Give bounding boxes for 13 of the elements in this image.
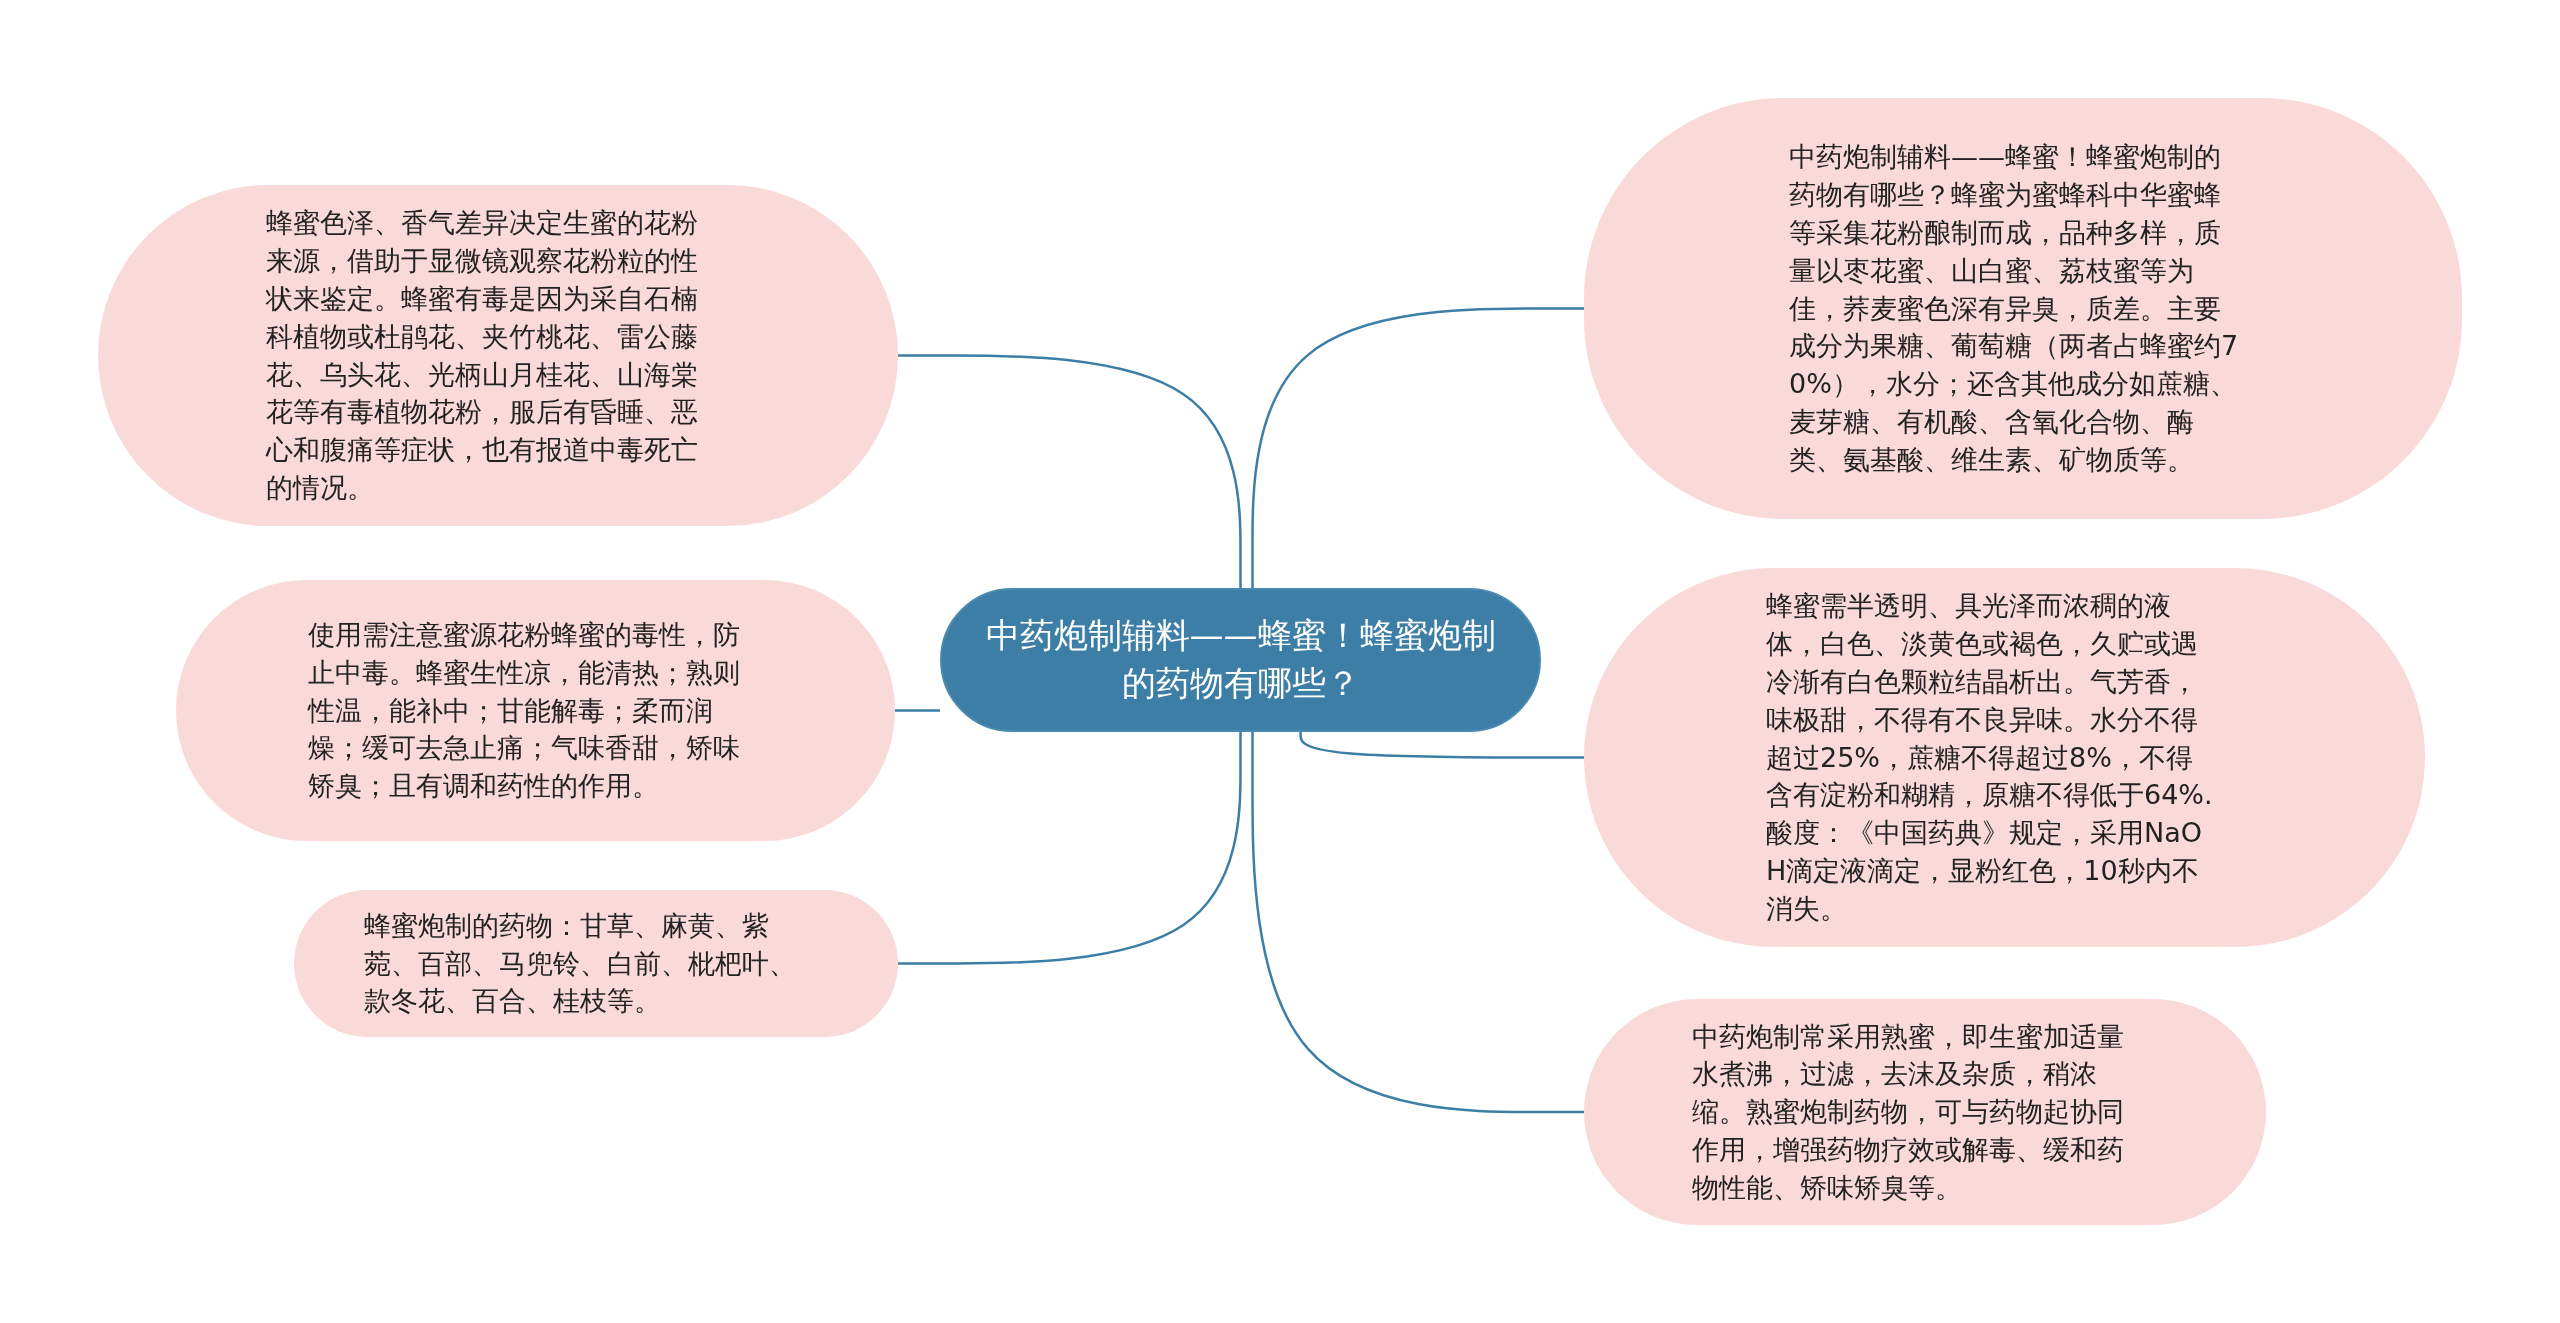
topic-text: 蜂蜜炮制的药物：甘草、麻黄、紫菀、百部、马兜铃、白前、枇杷叶、款冬花、百合、桂枝等。 <box>364 908 797 1019</box>
topic-text: 中药炮制常采用熟蜜，即生蜜加适量水煮沸，过滤，去沫及杂质，稍浓缩。熟蜜炮制药物，可与药物起协同作用，增强药物疗效或解毒、缓和药物性能、矫味矫臭等。 <box>1692 1019 2125 1205</box>
connector-line <box>895 709 940 712</box>
topic-text: 中药炮制辅料——蜂蜜！蜂蜜炮制的药物有哪些？ <box>984 614 1497 705</box>
topic-text: 蜂蜜需半透明、具光泽而浓稠的液体，白色、淡黄色或褐色，久贮或遇冷渐有白色颗粒结晶析出。气芳香，味极甜，不得有不良异味。水分不得超过25%，蔗糖不得超过8%，不得含有淀粉和糊精，原糖不得低于64%.酸度：《中国药典》规定，采用NaOH滴定液滴定，显粉红色，10秒内不消失。 <box>1766 589 2214 926</box>
connector-line <box>1251 732 1584 1114</box>
connector-line <box>1251 307 1584 588</box>
connector-line <box>898 732 1242 965</box>
topic-text: 蜂蜜色泽、香气差异决定生蜜的花粉来源，借助于显微镜观察花粉粒的性状来鉴定。蜂蜜有毒是因为采自石楠科植物或杜鹃花、夹竹桃花、雷公藤花、乌头花、光柄山月桂花、山海棠花等有毒植物花粉，服后有昏睡、恶心和腹痛等症状，也有报道中毒死亡的情况。 <box>266 206 699 505</box>
topic-text: 使用需注意蜜源花粉蜂蜜的毒性，防止中毒。蜂蜜生性凉，能清热；熟则性温，能补中；甘能解毒；柔而润燥；缓可去急止痛；气味香甜，矫味矫臭；且有调和药性的作用。 <box>308 618 741 804</box>
connector-line <box>1299 732 1584 759</box>
topic-text: 中药炮制辅料——蜂蜜！蜂蜜炮制的药物有哪些？蜂蜜为蜜蜂科中华蜜蜂等采集花粉酿制而成，品种多样，质量以枣花蜜、山白蜜、荔枝蜜等为佳，荞麦蜜色深有异臭，质差。主要成分为果糖、葡萄糖（两者占蜂蜜约70%），水分；还含其他成分如蔗糖、麦芽糖、有机酸、含氧化合物、酶类、氨基酸、维生素、矿物质等。 <box>1789 140 2239 477</box>
connector-line <box>898 354 1242 588</box>
